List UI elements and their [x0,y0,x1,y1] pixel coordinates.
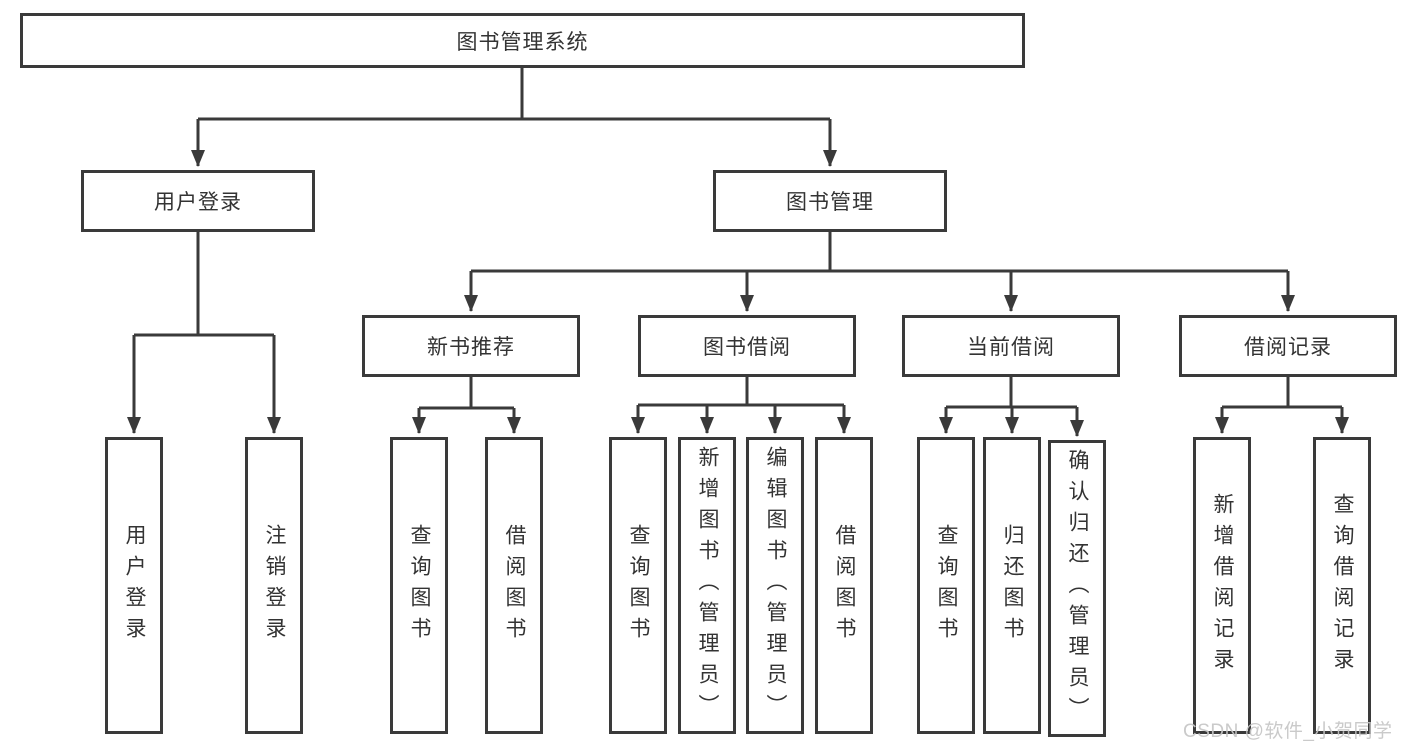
node-new-book-recommendation: 新书推荐 [362,315,580,377]
leaf-query-borrow-record: 查询借阅记录 [1313,437,1371,734]
leaf-confirm-return-admin: 确认归还（管理员） [1048,440,1106,737]
connector-root-trunk [198,67,830,121]
leaf-edit-book-admin: 编辑图书（管理员） [746,437,804,734]
node-book-management: 图书管理 [713,170,947,232]
csdn-watermark: CSDN @软件_小贺同学 [1183,721,1393,742]
leaf-add-book-admin: 新增图书（管理员） [678,437,736,734]
node-user-login: 用户登录 [81,170,315,232]
leaf-add-borrow-record: 新增借阅记录 [1193,437,1251,734]
leaf-borrow-books-recommend: 借阅图书 [485,437,543,734]
leaf-user-login: 用户登录 [105,437,163,734]
leaf-query-books-borrowing: 查询图书 [609,437,667,734]
leaf-query-books-recommend: 查询图书 [390,437,448,734]
connector-book-borrow-trunk [638,377,844,407]
node-library-system-root: 图书管理系统 [20,13,1025,68]
node-current-borrowing: 当前借阅 [902,315,1120,377]
node-book-borrowing: 图书借阅 [638,315,856,377]
connector-current-borrow-trunk [946,377,1077,409]
connector-borrow-records-trunk [1222,377,1342,409]
leaf-query-books-current: 查询图书 [917,437,975,734]
leaf-logout: 注销登录 [245,437,303,734]
connector-user-login-trunk [134,232,274,337]
connector-book-management-trunk [471,232,1288,273]
leaf-borrow-books-borrowing: 借阅图书 [815,437,873,734]
connector-new-book-trunk [419,377,514,410]
leaf-return-books: 归还图书 [983,437,1041,734]
node-borrowing-records: 借阅记录 [1179,315,1397,377]
